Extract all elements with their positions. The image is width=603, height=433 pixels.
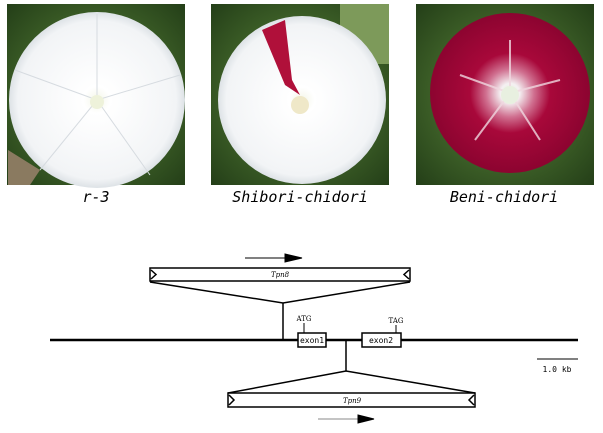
tpn9-element [227, 392, 476, 408]
photo-beni-chidori [416, 4, 594, 185]
tir-left-icon [228, 394, 236, 406]
caption-shibori-chidori: Shibori-chidori [232, 188, 367, 206]
exon1-box [297, 332, 327, 348]
tpn8-label: Tpn8 [271, 271, 290, 279]
caption-beni-chidori: Beni-chidori [450, 188, 558, 206]
caption-r-3: r-3 [82, 188, 109, 206]
atg-label: ATG [296, 315, 312, 323]
exon2-box [361, 332, 402, 348]
gene-diagram [50, 253, 578, 424]
tag-label: TAG [389, 317, 404, 325]
tir-right-icon [467, 394, 475, 406]
scale-label: 1.0 kb [543, 365, 572, 374]
photo-shibori-chidori [211, 4, 389, 185]
tir-left-icon [150, 269, 158, 280]
red-sector [262, 20, 300, 95]
exon1-label: exon1 [300, 336, 324, 345]
tir-right-icon [402, 269, 410, 280]
arrow-tpn8-direction [245, 253, 303, 263]
exon2-label: exon2 [369, 336, 393, 345]
arrow-tpn9-direction [318, 414, 375, 424]
tpn9-label: Tpn9 [343, 397, 362, 405]
tpn8-element [149, 267, 411, 282]
photo-r-3 [7, 4, 185, 188]
